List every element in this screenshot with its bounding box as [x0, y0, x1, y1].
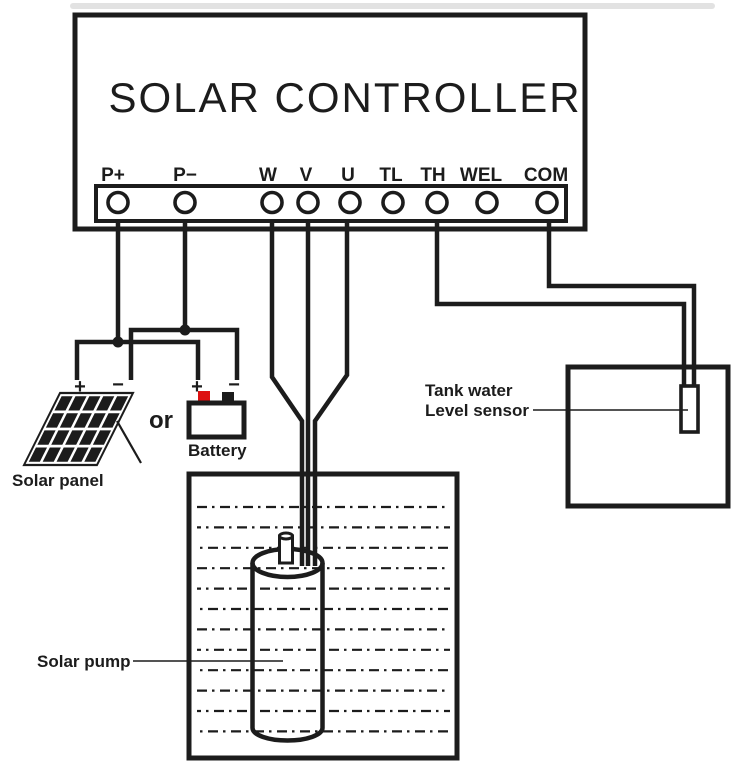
- panel-cell: [42, 447, 61, 462]
- junction-dot-p-plus: [112, 336, 124, 348]
- scan-artifact: [70, 3, 715, 9]
- terminal-label-3: V: [300, 165, 313, 186]
- terminal-label-4: U: [341, 165, 355, 186]
- solar-pump-label: Solar pump: [37, 652, 131, 671]
- battery-body: [186, 400, 247, 440]
- terminal-label-5: TL: [379, 165, 403, 186]
- panel-cell: [59, 413, 79, 428]
- terminal-circle-0: [106, 190, 130, 215]
- terminal-circle-6: [425, 190, 449, 215]
- terminal-label-0: P+: [101, 165, 125, 186]
- terminal-label-1: P−: [173, 165, 197, 186]
- panel-cell: [78, 430, 98, 445]
- terminal-circle-2: [260, 190, 284, 215]
- terminal-circle-7: [475, 190, 499, 215]
- panel-cell: [82, 396, 101, 411]
- level-sensor: [679, 384, 700, 434]
- or-label: or: [149, 407, 173, 434]
- pump-nipple-top: [278, 531, 294, 541]
- terminal-circle-8: [535, 190, 559, 215]
- solar-panel-label: Solar panel: [12, 471, 104, 490]
- terminal-label-8: COM: [524, 165, 568, 186]
- battery-minus-sign: −: [228, 374, 240, 396]
- terminal-circle-4: [338, 190, 362, 215]
- tank-sensor-label-line1: Tank water: [425, 381, 513, 400]
- terminal-circle-1: [173, 190, 197, 215]
- controller-title: SOLAR CONTROLLER: [108, 74, 581, 121]
- panel-cell: [84, 447, 103, 462]
- tank-sensor-label-line2: Level sensor: [425, 401, 529, 420]
- battery-plus-sign: +: [191, 376, 203, 398]
- panel-cell: [96, 396, 115, 411]
- panel-cell: [54, 396, 73, 411]
- panel-cell: [101, 413, 120, 428]
- terminal-label-7: WEL: [460, 165, 503, 186]
- terminal-circle-5: [381, 190, 405, 215]
- terminal-label-6: TH: [420, 165, 445, 186]
- panel-cell: [73, 413, 92, 428]
- terminal-circle-3: [296, 190, 320, 215]
- wire-w: [269, 221, 305, 566]
- panel-cell: [51, 430, 70, 445]
- panel-plus-sign: +: [74, 376, 86, 398]
- panel-cell: [92, 430, 112, 445]
- junction-dot-p-minus: [179, 324, 191, 336]
- terminal-block: P+ P− W V U TL TH WEL COM: [101, 165, 568, 215]
- panel-cell: [109, 396, 129, 411]
- panel-cell: [37, 430, 56, 445]
- panel-cell: [68, 396, 87, 411]
- panel-stand: [116, 420, 142, 464]
- panel-cell: [70, 447, 89, 462]
- wire-com: [546, 221, 697, 390]
- terminal-label-2: W: [259, 165, 277, 186]
- solar-panel: [22, 391, 135, 467]
- pump-body: [250, 563, 325, 743]
- tank-box: [565, 364, 731, 509]
- bus-p-plus: [74, 339, 201, 380]
- wire-u: [312, 221, 350, 566]
- battery-label: Battery: [188, 441, 247, 460]
- panel-cell: [65, 430, 84, 445]
- solar-panel-cells: [28, 396, 129, 462]
- panel-cell: [56, 447, 75, 462]
- panel-cell: [28, 447, 48, 462]
- panel-minus-sign: −: [112, 374, 124, 396]
- panel-cell: [87, 413, 106, 428]
- solar-panel-frame: [22, 391, 135, 467]
- wire-th: [434, 221, 687, 390]
- panel-cell: [45, 413, 65, 428]
- bus-p-minus: [128, 327, 240, 380]
